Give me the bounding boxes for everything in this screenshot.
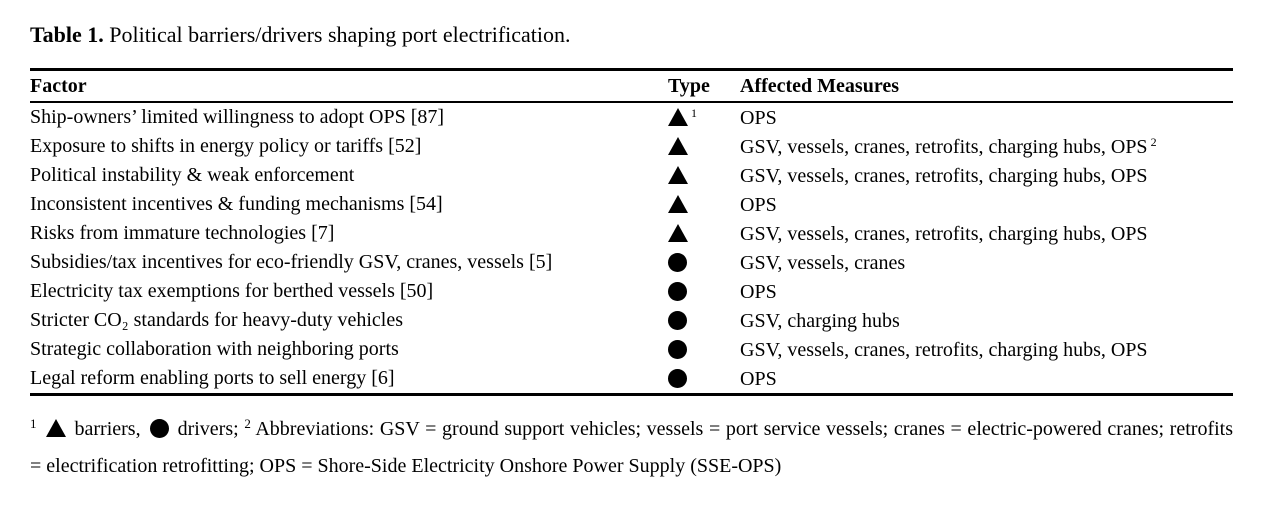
footnote-marker-2: 2 [244,416,251,431]
table-body: Ship-owners’ limited willingness to adop… [30,102,1233,395]
driver-circle-icon [668,368,687,388]
table-caption-label: Table 1. [30,22,104,47]
type-cell: 1 [668,102,740,132]
measures-text: GSV, vessels, cranes, retrofits, chargin… [740,338,1148,361]
driver-legend-text: drivers; [177,418,239,440]
measures-text: OPS [740,367,777,390]
table-header-row: Factor Type Affected Measures [30,69,1233,103]
measures-text: GSV, vessels, cranes [740,251,906,274]
measures-cell: GSV, vessels, cranes, retrofits, chargin… [740,219,1233,248]
measures-cell: GSV, vessels, cranes, retrofits, chargin… [740,161,1233,190]
measures-cell: GSV, vessels, cranes, retrofits, chargin… [740,335,1233,364]
factor-cell: Inconsistent incentives & funding mechan… [30,193,443,215]
measures-cell: OPS [740,364,1233,395]
table-caption: Table 1. Political barriers/drivers shap… [30,22,1270,48]
column-header-factor: Factor [30,69,668,103]
column-header-type: Type [668,69,740,103]
measures-text: GSV, vessels, cranes, retrofits, chargin… [740,135,1148,158]
type-cell [668,219,740,248]
table-row: Stricter CO₂ standards for heavy-duty ve… [30,306,1233,335]
table-row: Risks from immature technologies [7] GSV… [30,219,1233,248]
measures-text: OPS [740,193,777,216]
column-header-affected-measures: Affected Measures [740,69,1233,103]
type-cell [668,190,740,219]
driver-circle-icon [149,419,169,438]
factor-cell: Strategic collaboration with neighboring… [30,338,399,360]
table-row: Ship-owners’ limited willingness to adop… [30,102,1233,132]
type-cell [668,364,740,395]
barrier-triangle-icon [45,419,66,437]
measures-text: GSV, charging hubs [740,309,900,332]
factor-cell: Risks from immature technologies [7] [30,222,335,244]
measures-cell: GSV, charging hubs [740,306,1233,335]
driver-circle-icon [668,252,687,272]
measures-text: GSV, vessels, cranes, retrofits, chargin… [740,164,1148,187]
factor-cell: Political instability & weak enforcement [30,164,355,186]
barriers-drivers-table: Factor Type Affected Measures Ship-owner… [30,68,1233,396]
measures-cell: OPS [740,190,1233,219]
table-row: Inconsistent incentives & funding mechan… [30,190,1233,219]
table-header: Factor Type Affected Measures [30,69,1233,103]
table-row: Political instability & weak enforcement… [30,161,1233,190]
barrier-triangle-icon [668,223,688,242]
table-row: Exposure to shifts in energy policy or t… [30,132,1233,161]
type-cell [668,161,740,190]
barrier-legend-text: barriers, [74,418,141,440]
measures-cell: OPS [740,277,1233,306]
type-cell [668,132,740,161]
table-row: Subsidies/tax incentives for eco-friendl… [30,248,1233,277]
driver-circle-icon [668,310,687,330]
measures-text: GSV, vessels, cranes, retrofits, chargin… [740,222,1148,245]
type-cell [668,248,740,277]
measures-cell: OPS [740,102,1233,132]
table-footnote: 1 barriers, drivers; 2 Abbreviations: GSV … [30,405,1233,485]
table-row: Legal reform enabling ports to sell ener… [30,364,1233,395]
factor-cell: Electricity tax exemptions for berthed v… [30,280,434,302]
footnote-marker-1: 1 [30,416,37,431]
type-cell [668,335,740,364]
driver-circle-icon [668,281,687,301]
abbreviations-text: Abbreviations: GSV = ground support vehi… [30,418,1233,477]
measures-cell: GSV, vessels, cranes, retrofits, chargin… [740,132,1233,161]
factor-cell: Exposure to shifts in energy policy or t… [30,135,422,157]
measures-footnote-marker: 2 [1150,134,1157,149]
barrier-triangle-icon [668,194,688,213]
measures-cell: GSV, vessels, cranes [740,248,1233,277]
measures-text: OPS [740,280,777,303]
driver-circle-icon [668,339,687,359]
table-caption-text: Political barriers/drivers shaping port … [109,22,571,47]
page: Table 1. Political barriers/drivers shap… [30,22,1270,485]
factor-cell: Subsidies/tax incentives for eco-friendl… [30,251,553,273]
barrier-triangle-icon [668,165,688,184]
type-cell [668,277,740,306]
type-footnote-marker: 1 [691,105,697,120]
table-row: Electricity tax exemptions for berthed v… [30,277,1233,306]
barrier-triangle-icon [668,136,688,155]
factor-cell: Stricter CO₂ standards for heavy-duty ve… [30,309,403,331]
factor-cell: Legal reform enabling ports to sell ener… [30,367,395,389]
barrier-triangle-icon [668,107,688,126]
type-cell [668,306,740,335]
factor-cell: Ship-owners’ limited willingness to adop… [30,106,445,128]
measures-text: OPS [740,106,777,129]
table-row: Strategic collaboration with neighboring… [30,335,1233,364]
